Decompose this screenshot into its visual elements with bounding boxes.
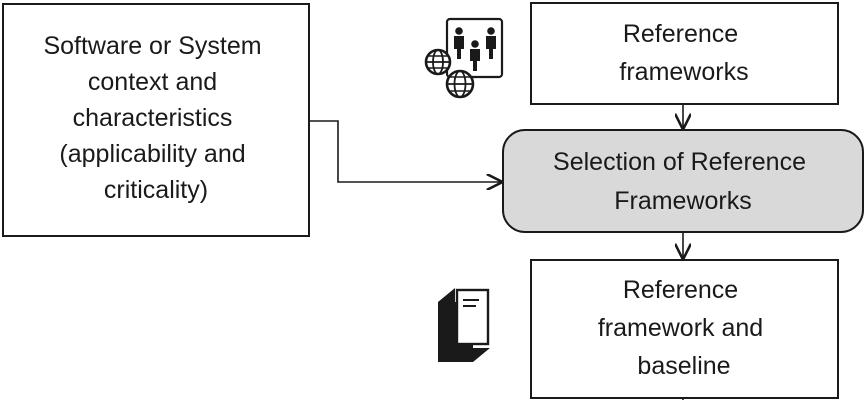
context-line: (applicability and [59, 140, 245, 168]
document-stack-icon [438, 288, 490, 362]
baseline-line: Reference [623, 276, 738, 304]
selection-line: Frameworks [614, 187, 752, 215]
svg-text:Reference framework and: Reference framework and baseline [598, 276, 770, 380]
people-network-icon [424, 17, 504, 99]
context-line: context and [88, 68, 217, 96]
baseline-line: baseline [637, 352, 730, 380]
svg-text:Software or System conte: Software or System context and character… [43, 32, 268, 204]
svg-text:Reference frameworks: Reference frameworks [619, 20, 748, 86]
reference-frameworks-box: Reference frameworks [530, 2, 839, 105]
svg-text:Selection of Reference F: Selection of Reference Frameworks [553, 148, 813, 215]
reference-frameworks-line: Reference [623, 20, 738, 48]
context-line: criticality) [104, 176, 208, 204]
selection-line: Selection of Reference [553, 148, 806, 176]
selection-process-box: Selection of Reference Frameworks [502, 129, 864, 233]
context-line: Software or System [43, 32, 261, 60]
baseline-line: framework and [598, 314, 763, 342]
context-line: characteristics [73, 104, 233, 132]
context-box: Software or System context and character… [2, 3, 310, 237]
context-to-selection-arrow [309, 120, 501, 182]
reference-frameworks-line: frameworks [619, 58, 748, 86]
baseline-box: Reference framework and baseline [530, 259, 839, 399]
